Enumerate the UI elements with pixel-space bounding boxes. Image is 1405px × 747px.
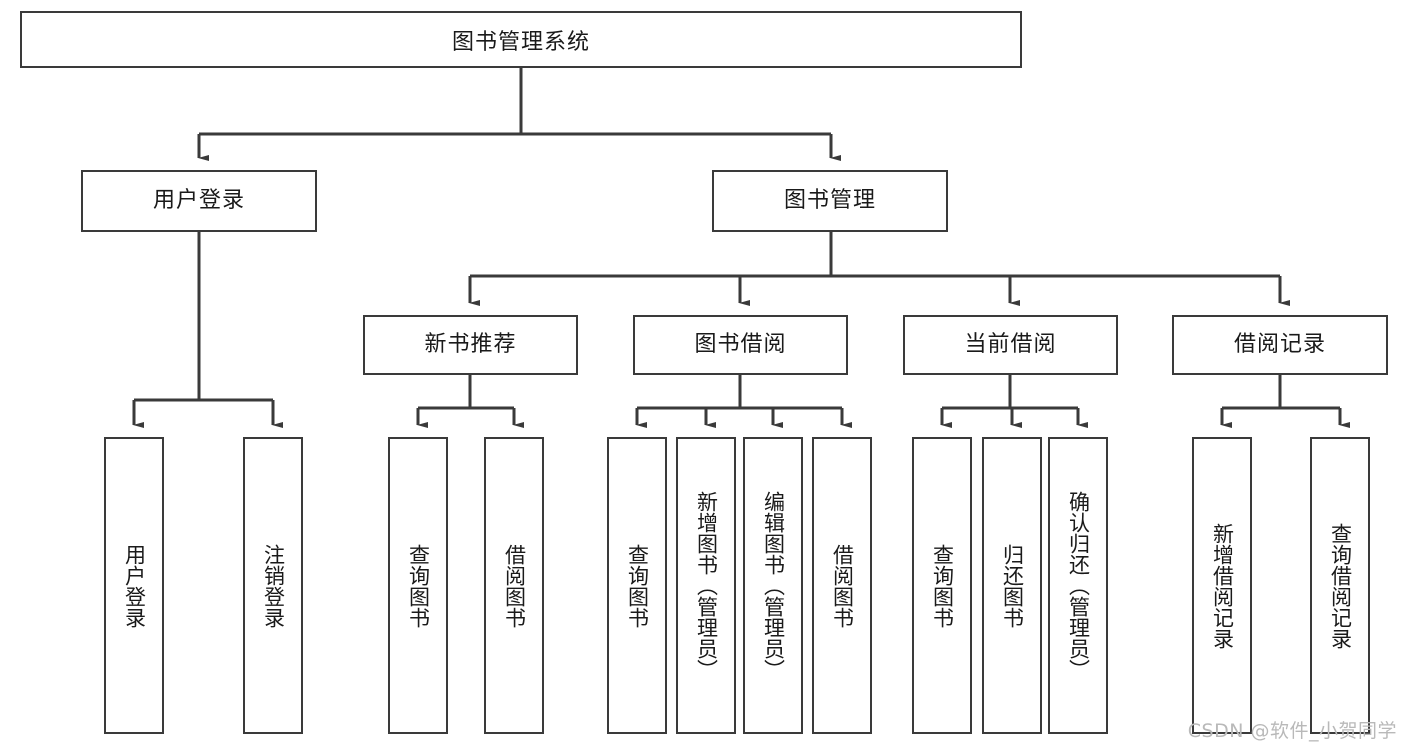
node-leaf-add-book[interactable]: 新增图书（管理员） — [676, 437, 736, 734]
node-label: 图书管理 — [783, 187, 876, 213]
node-label: 借阅记录 — [1233, 331, 1326, 357]
node-borrow-record[interactable]: 借阅记录 — [1172, 315, 1388, 375]
node-leaf-query-book-3[interactable]: 查询图书 — [912, 437, 972, 734]
node-label: 查询图书 — [930, 543, 955, 628]
node-label: 查询借阅记录 — [1328, 522, 1353, 649]
node-label: 图书管理系统 — [451, 29, 590, 55]
node-leaf-add-record[interactable]: 新增借阅记录 — [1192, 437, 1252, 734]
node-user-login[interactable]: 用户登录 — [81, 170, 317, 232]
node-label: 当前借阅 — [964, 331, 1057, 357]
node-book-borrow[interactable]: 图书借阅 — [633, 315, 848, 375]
node-current-borrow[interactable]: 当前借阅 — [903, 315, 1118, 375]
node-leaf-query-book-1[interactable]: 查询图书 — [388, 437, 448, 734]
node-leaf-user-login[interactable]: 用户登录 — [104, 437, 164, 734]
node-book-manage[interactable]: 图书管理 — [712, 170, 948, 232]
node-label: 新增图书（管理员） — [694, 491, 719, 680]
node-label: 查询图书 — [406, 543, 431, 628]
node-label: 图书借阅 — [694, 331, 787, 357]
node-label: 新增借阅记录 — [1210, 522, 1235, 649]
node-label: 注销登录 — [261, 543, 286, 628]
node-leaf-edit-book[interactable]: 编辑图书（管理员） — [743, 437, 803, 734]
node-leaf-return-book[interactable]: 归还图书 — [982, 437, 1042, 734]
node-label: 确认归还（管理员） — [1066, 491, 1091, 680]
node-label: 查询图书 — [625, 543, 650, 628]
node-label: 用户登录 — [152, 187, 245, 213]
node-label: 编辑图书（管理员） — [761, 491, 786, 680]
node-leaf-query-book-2[interactable]: 查询图书 — [607, 437, 667, 734]
node-leaf-confirm-return[interactable]: 确认归还（管理员） — [1048, 437, 1108, 734]
node-new-book-recommend[interactable]: 新书推荐 — [363, 315, 578, 375]
node-label: 借阅图书 — [830, 543, 855, 628]
node-leaf-borrow-book-2[interactable]: 借阅图书 — [812, 437, 872, 734]
node-leaf-user-logout[interactable]: 注销登录 — [243, 437, 303, 734]
node-leaf-query-record[interactable]: 查询借阅记录 — [1310, 437, 1370, 734]
node-label: 新书推荐 — [424, 331, 517, 357]
node-root-system[interactable]: 图书管理系统 — [20, 11, 1022, 68]
node-leaf-borrow-book-1[interactable]: 借阅图书 — [484, 437, 544, 734]
node-label: 归还图书 — [1000, 543, 1025, 628]
node-label: 借阅图书 — [502, 543, 527, 628]
node-label: 用户登录 — [122, 543, 147, 628]
